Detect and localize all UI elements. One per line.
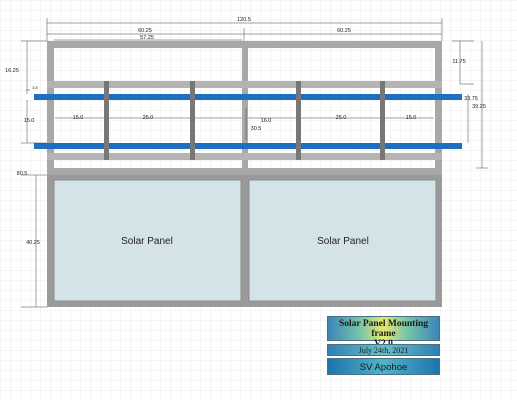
dim-center-height: 30.5: [251, 126, 262, 132]
upper-frame: [47, 41, 442, 175]
frame-upper-crossbeam: [47, 81, 442, 88]
cross-supports: [104, 81, 385, 160]
dim-bay-right-outer: 15.0: [406, 115, 417, 121]
dim-bay-left-outer: 15.0: [73, 115, 84, 121]
dim-top-offset: 16.25: [5, 68, 19, 74]
frame-left-post: [47, 41, 54, 175]
dim-right-offset: 11.75: [452, 59, 465, 65]
solar-panel-right: [248, 179, 437, 302]
frame-right-post: [435, 41, 442, 175]
solar-panel-left: [53, 179, 242, 302]
dim-inner-width: 57.25: [140, 35, 154, 41]
dim-bay-right-inner: 25.0: [336, 115, 347, 121]
dim-lower-top: 80.5: [17, 171, 28, 177]
title-line-1: Solar Panel Mounting frame: [338, 319, 429, 339]
title-block-title: Solar Panel Mounting frame V2.0: [327, 316, 440, 349]
dim-rail-tag: 3.5: [32, 85, 38, 90]
dimension-lines: [21, 18, 488, 308]
frame-center-post: [242, 41, 248, 175]
dim-half-width-left: 60.25: [138, 28, 152, 34]
frame-lower-crossbeam: [47, 153, 442, 160]
cross-support-2: [190, 81, 195, 160]
frame-bottom-beam: [47, 168, 442, 175]
upper-rail: [34, 94, 462, 100]
cross-support-4: [380, 81, 385, 160]
solar-panel-right-label: Solar Panel: [317, 236, 369, 247]
lower-frame: [47, 175, 442, 307]
solar-panel-left-label: Solar Panel: [121, 236, 173, 247]
dim-bay-left-inner: 25.0: [143, 115, 154, 121]
cross-support-1: [104, 81, 109, 160]
dim-rail-center: 33.75: [464, 96, 478, 102]
dim-right-total: 39.25: [472, 104, 486, 110]
dim-half-width-right: 60.25: [337, 28, 351, 34]
cross-support-3: [296, 81, 301, 160]
dim-rail-spacing: 15.0: [24, 118, 35, 124]
title-block-vessel: SV Apohoe: [327, 358, 440, 375]
dim-center-gap: 16.0: [261, 118, 272, 124]
dim-overall-width: 120.5: [237, 17, 251, 23]
title-block-date: July 24th, 2021: [327, 344, 440, 356]
dim-panel-height: 40.25: [26, 240, 40, 246]
lower-rail: [34, 143, 462, 149]
